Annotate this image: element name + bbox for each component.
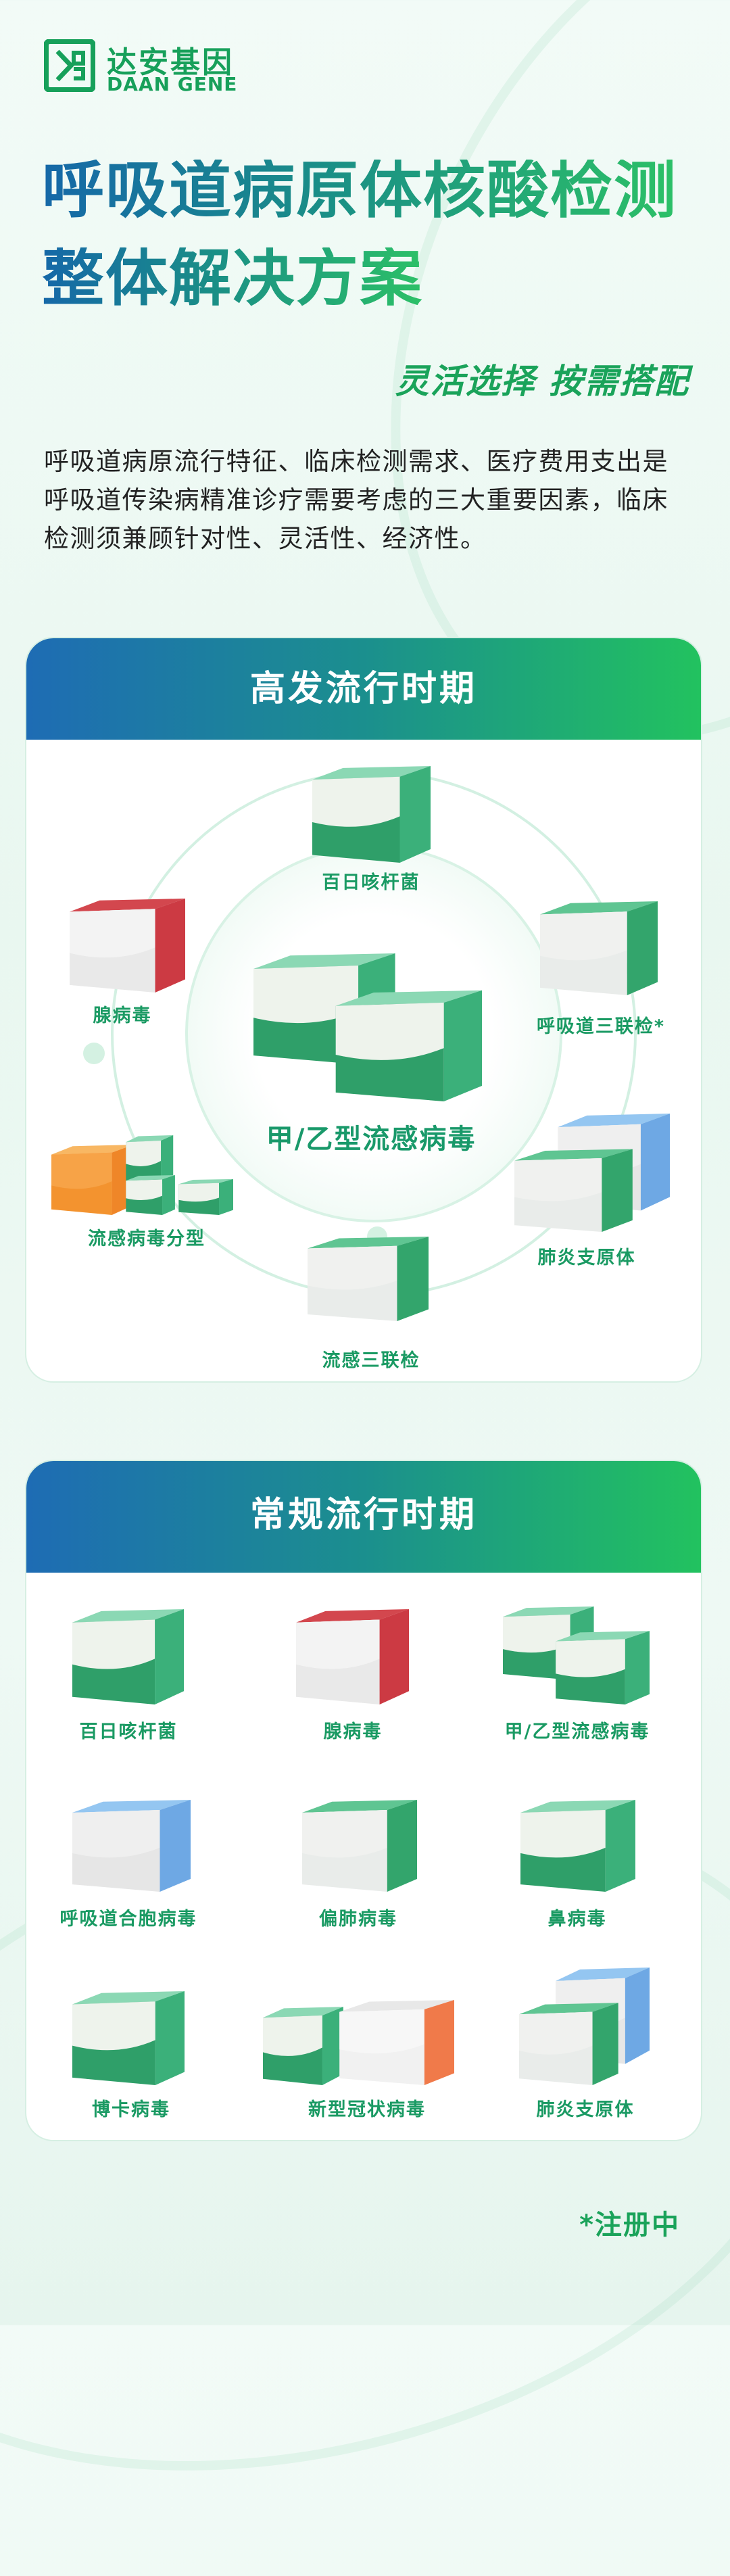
product-label: 流感病毒分型 (88, 1229, 205, 1249)
product-box-peak-center (253, 953, 482, 1101)
product-label: 甲/乙型流感病毒 (504, 1721, 650, 1742)
footnote-registering: *注册中 (579, 2210, 680, 2241)
product-label: 腺病毒 (93, 1005, 152, 1026)
product-box-peak-0 (312, 766, 431, 863)
brand-name-cn: 达安基因 (107, 45, 234, 80)
product-box-regular-1 (296, 1609, 409, 1704)
product-label: 呼吸道合胞病毒 (59, 1909, 197, 1930)
product-box-green (556, 1631, 650, 1704)
product-box-regular-7 (263, 2000, 454, 2085)
peak-season-title: 高发流行时期 (26, 638, 701, 740)
page-title-line2: 整体解决方案 (42, 242, 424, 314)
product-box-regular-6 (72, 1991, 185, 2085)
product-box-green (312, 766, 431, 863)
product-box-green (178, 1178, 233, 1215)
product-label: 百日咳杆菌 (79, 1721, 178, 1742)
product-box-regular-8 (519, 1967, 650, 2085)
product-label: 鼻病毒 (548, 1909, 607, 1930)
product-label: 百日咳杆菌 (322, 872, 420, 893)
product-box-peak-3 (51, 1135, 233, 1215)
product-box-greenwhite (514, 1149, 633, 1232)
ring-dot-decoration (83, 1043, 105, 1064)
product-box-peak-5 (308, 1237, 429, 1321)
product-label: 肺炎支原体 (537, 1247, 636, 1268)
product-box-regular-5 (520, 1800, 635, 1892)
slogan: 灵活选择 按需搭配 (395, 362, 689, 401)
daan-gene-logo-icon (43, 39, 96, 93)
regular-season-title: 常规流行时期 (26, 1461, 701, 1573)
product-label: 腺病毒 (323, 1721, 383, 1742)
page-title-line1: 呼吸道病原体核酸检测 (42, 154, 678, 226)
product-box-regular-2 (503, 1606, 650, 1704)
product-box-peak-1 (70, 899, 185, 993)
product-box-peak-2 (540, 901, 658, 995)
brand-name-en: DAAN GENE (107, 73, 238, 95)
product-box-greenwhite (308, 1237, 429, 1321)
product-box-red (70, 899, 185, 993)
product-box-green (72, 1609, 184, 1704)
product-label: 肺炎支原体 (536, 2099, 635, 2120)
product-box-peak-4 (514, 1114, 670, 1232)
product-label: 流感三联检 (322, 1350, 420, 1371)
product-label: 呼吸道三联检* (536, 1016, 666, 1037)
product-box-green (263, 2007, 343, 2085)
product-box-greenwhite (540, 901, 658, 995)
product-label: 偏肺病毒 (319, 1909, 397, 1930)
product-box-red (296, 1609, 409, 1704)
product-box-regular-3 (72, 1800, 191, 1892)
product-box-blue (72, 1800, 191, 1892)
product-box-greenwhite (302, 1800, 417, 1892)
product-box-green (520, 1800, 635, 1892)
product-label: 甲/乙型流感病毒 (266, 1124, 477, 1155)
product-box-green (126, 1135, 174, 1185)
intro-paragraph: 呼吸道病原流行特征、临床检测需求、医疗费用支出是呼吸道传染病精准诊疗需要考虑的三… (44, 447, 668, 553)
product-box-green (72, 1991, 185, 2085)
product-box-green (126, 1175, 175, 1215)
product-label: 新型冠状病毒 (308, 2099, 426, 2120)
product-box-greenwhite (519, 2003, 618, 2085)
product-box-green (335, 990, 482, 1101)
product-box-orange (51, 1145, 134, 1215)
product-box-regular-0 (72, 1609, 184, 1704)
product-label: 博卡病毒 (92, 2099, 170, 2120)
product-box-white (339, 2000, 454, 2085)
product-box-regular-4 (302, 1800, 417, 1892)
